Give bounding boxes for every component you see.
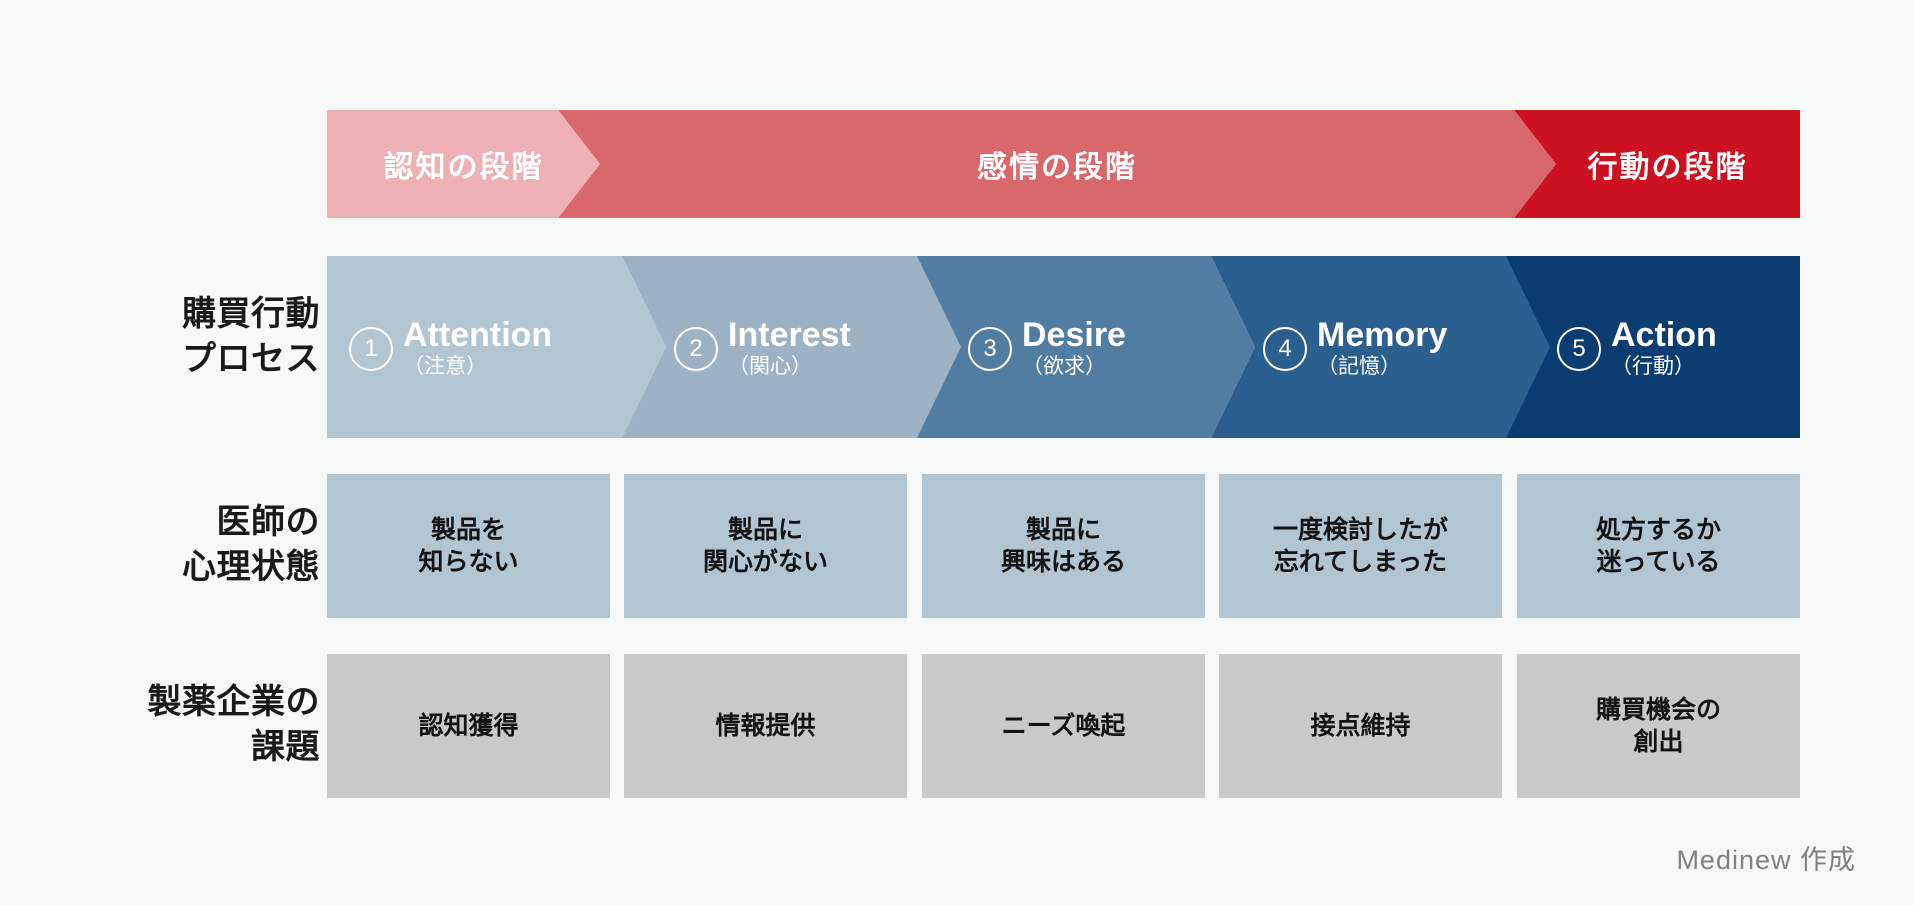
- challenge-cell-2: 情報提供: [624, 654, 907, 798]
- step-label-en: Memory: [1317, 315, 1448, 354]
- stage-segment-label: 行動の段階: [1587, 151, 1748, 184]
- row-label-doctor-mindset: 医師の 心理状態: [182, 503, 320, 586]
- step-number-badge: 3: [968, 327, 1012, 371]
- stage-segment-1: 認知の段階: [327, 110, 600, 218]
- step-number-badge: 5: [1557, 327, 1601, 371]
- doctor-mindset-row: 製品を 知らない製品に 関心がない製品に 興味はある一度検討したが 忘れてしまっ…: [327, 474, 1800, 618]
- stage-segment-label: 認知の段階: [383, 151, 544, 184]
- mindset-cell-3: 製品に 興味はある: [922, 474, 1205, 618]
- step-label-jp: （行動）: [1611, 354, 1695, 378]
- row-label-purchase-process: 購買行動 プロセス: [182, 295, 320, 378]
- stage-segment-3: 行動の段階: [1514, 110, 1800, 218]
- step-label-en: Attention: [403, 315, 553, 354]
- step-label-en: Action: [1611, 315, 1717, 354]
- step-text: Attention（注意）: [403, 318, 552, 377]
- step-text: Memory（記憶）: [1317, 318, 1447, 377]
- step-number-badge: 4: [1263, 327, 1307, 371]
- step-label-jp: （記憶）: [1317, 354, 1401, 378]
- challenge-cell-1: 認知獲得: [327, 654, 610, 798]
- stage-segment-2: 感情の段階: [558, 110, 1556, 218]
- challenge-cell-5: 購買機会の 創出: [1517, 654, 1800, 798]
- credit-text: Medinew 作成: [1676, 845, 1856, 875]
- step-number-badge: 1: [349, 327, 393, 371]
- step-label-jp: （関心）: [728, 354, 812, 378]
- pharma-challenge-row: 認知獲得情報提供ニーズ喚起接点維持購買機会の 創出: [327, 654, 1800, 798]
- step-text: Interest（関心）: [728, 318, 851, 377]
- step-label-en: Interest: [728, 315, 851, 354]
- step-label-en: Desire: [1022, 315, 1126, 354]
- row-label-pharma-challenge: 製薬企業の 課題: [147, 683, 320, 766]
- mindset-cell-5: 処方するか 迷っている: [1517, 474, 1800, 618]
- mindset-cell-2: 製品に 関心がない: [624, 474, 907, 618]
- step-text: Desire（欲求）: [1022, 318, 1126, 377]
- challenge-cell-4: 接点維持: [1219, 654, 1502, 798]
- stage-segment-label: 感情の段階: [977, 151, 1137, 184]
- stage-band: 認知の段階 感情の段階 行動の段階: [327, 110, 1800, 218]
- mindset-cell-1: 製品を 知らない: [327, 474, 610, 618]
- mindset-cell-4: 一度検討したが 忘れてしまった: [1219, 474, 1502, 618]
- challenge-cell-3: ニーズ喚起: [922, 654, 1205, 798]
- step-number-badge: 2: [674, 327, 718, 371]
- step-label-jp: （注意）: [403, 354, 487, 378]
- step-text: Action（行動）: [1611, 318, 1717, 377]
- step-label-jp: （欲求）: [1022, 354, 1106, 378]
